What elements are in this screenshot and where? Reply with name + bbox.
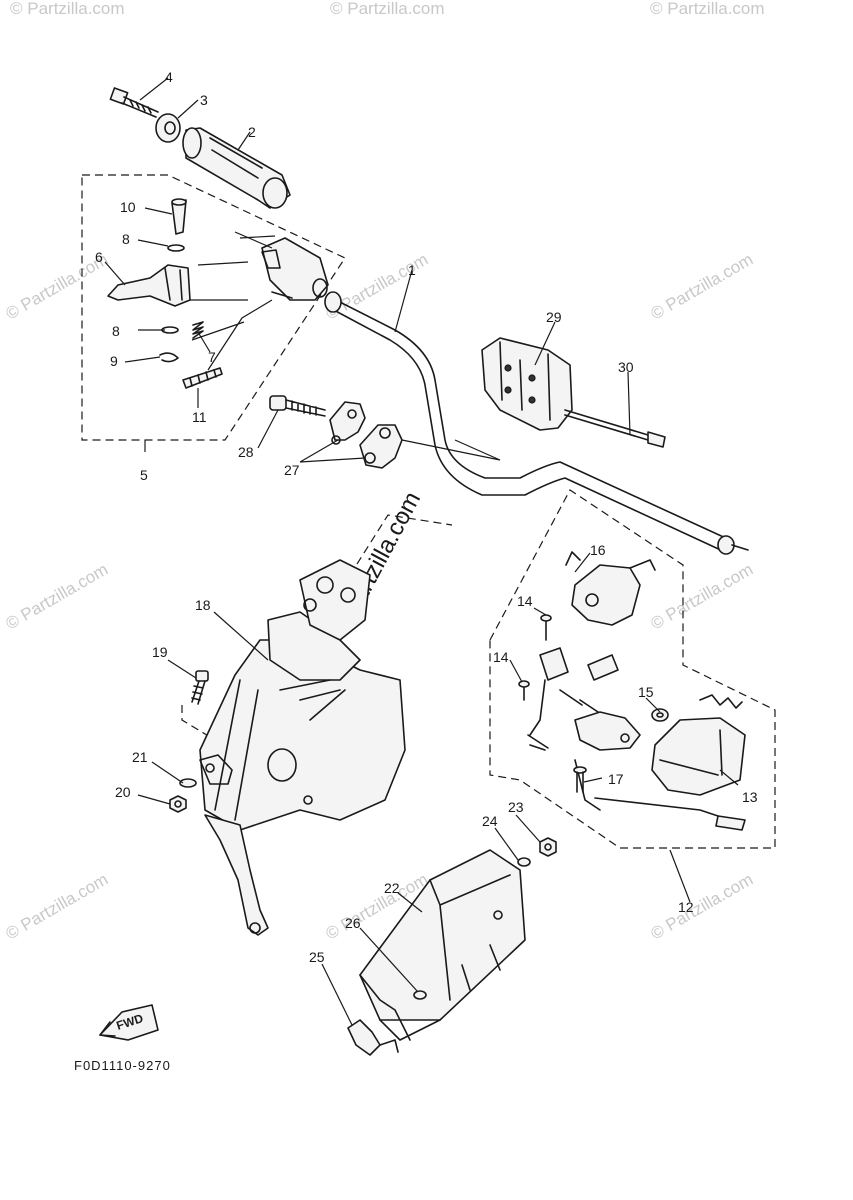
callout-4: 4 (165, 69, 173, 85)
grip-part-2 (182, 127, 291, 209)
watermark: © Partzilla.com (10, 0, 125, 18)
watermark: © Partzilla.com (648, 870, 757, 944)
callout-16: 16 (590, 542, 606, 558)
screw-part-17 (573, 766, 587, 793)
callout-3: 3 (200, 92, 208, 108)
fwd-arrow-icon: FWD (99, 1004, 159, 1041)
diagram-code: F0D1110-9270 (74, 1058, 171, 1073)
nut-part-23 (539, 837, 557, 857)
watermark: © Partzilla.com (650, 0, 765, 18)
callouts: 1 2 3 4 5 6 7 8 8 9 10 11 12 13 14 14 15… (95, 69, 758, 965)
switch-part-12-group (527, 647, 746, 831)
group-outline-5 (81, 174, 346, 441)
callout-25: 25 (309, 949, 325, 965)
callout-15: 15 (638, 684, 654, 700)
callout-21: 21 (132, 749, 148, 765)
callout-30: 30 (618, 359, 634, 375)
callout-8-lower: 8 (112, 323, 120, 339)
callout-26: 26 (345, 915, 361, 931)
callout-11: 11 (192, 409, 207, 425)
strap-part-30 (564, 409, 666, 448)
grommet-part-15 (651, 708, 669, 722)
screw-part-26 (413, 990, 427, 1000)
watermark: © Partzilla.com (3, 870, 112, 944)
bolt-part-19 (191, 670, 209, 705)
nut-part-20 (169, 795, 187, 813)
group-link-19 (181, 705, 216, 741)
callout-2: 2 (248, 124, 256, 140)
callout-8-upper: 8 (122, 231, 130, 247)
callout-14-lower: 14 (493, 649, 509, 665)
watermarks: © Partzilla.com © Partzilla.com © Partzi… (3, 0, 765, 943)
callout-18: 18 (195, 597, 211, 613)
callout-22: 22 (384, 880, 400, 896)
callout-19: 19 (152, 644, 168, 660)
bolt-part-28 (269, 395, 326, 417)
leader-lines (104, 77, 739, 1026)
washer-part-3 (155, 113, 181, 143)
callout-12: 12 (678, 899, 694, 915)
callout-17: 17 (608, 771, 624, 787)
callout-29: 29 (546, 309, 562, 325)
screw-part-14 (518, 614, 552, 701)
callout-7: 7 (208, 349, 216, 365)
group-outline-12 (489, 489, 776, 849)
callout-28: 28 (238, 444, 254, 460)
battery-box-part-22 (359, 849, 526, 1041)
callout-23: 23 (508, 799, 524, 815)
watermark: © Partzilla.com (648, 250, 757, 324)
group-link-18 (349, 514, 453, 576)
watermark: © Partzilla.com (3, 560, 112, 634)
callout-10: 10 (120, 199, 136, 215)
callout-14-upper: 14 (517, 593, 533, 609)
steering-column-part-18 (199, 559, 406, 936)
clamp-part-25 (347, 1019, 399, 1056)
handlebar-pad-part-29 (481, 337, 573, 431)
callout-20: 20 (115, 784, 131, 800)
callout-6: 6 (95, 249, 103, 265)
watermark: © Partzilla.com (648, 560, 757, 634)
callout-13: 13 (742, 789, 758, 805)
watermark: © Partzilla.com (330, 0, 445, 18)
switch-housing-part-16 (565, 551, 656, 626)
handlebar-holder-part-27 (329, 401, 501, 469)
washer-part-24 (517, 857, 531, 867)
washer-part-21 (179, 778, 197, 788)
handlebar-part-1 (324, 291, 749, 555)
bolt-part-4 (109, 87, 159, 118)
callout-9: 9 (110, 353, 118, 369)
callout-1: 1 (408, 262, 416, 278)
horn-part-13 (651, 694, 746, 796)
callout-27: 27 (284, 462, 300, 478)
callout-24: 24 (482, 813, 498, 829)
throttle-assembly-part-5 (107, 198, 329, 389)
callout-5: 5 (140, 467, 148, 483)
